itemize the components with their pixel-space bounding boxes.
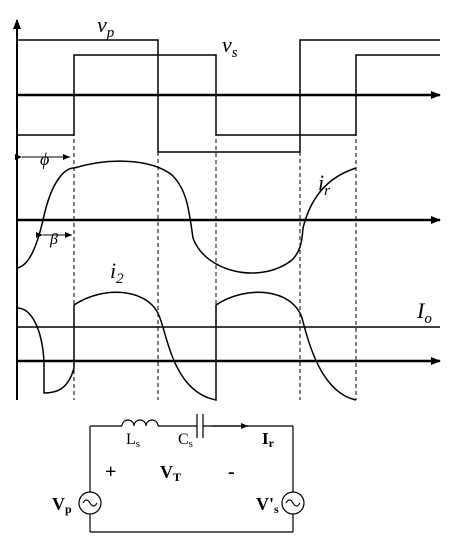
vp-source-sine — [82, 499, 98, 507]
plus-sign: + — [105, 461, 116, 483]
vp-waveform — [17, 39, 440, 153]
ir-circuit-label: Ir — [262, 429, 275, 450]
i2-waveform — [16, 291, 357, 401]
vs-waveform — [17, 54, 440, 136]
vs-source — [281, 491, 305, 515]
io-label: Io — [416, 298, 432, 327]
vs-source-label: V's — [256, 494, 279, 516]
vt-label: VT — [160, 462, 181, 484]
inductor-ls — [121, 419, 159, 427]
resonant-circuit — [78, 414, 305, 533]
beta-label: β — [49, 231, 58, 248]
cs-label: Cs — [178, 431, 193, 450]
ls-label: Ls — [126, 431, 140, 450]
minus-sign: - — [228, 461, 235, 483]
ir-label: ir — [318, 170, 330, 199]
vs-label: vs — [222, 32, 238, 61]
vp-source — [78, 491, 102, 515]
vp-source-label: Vp — [52, 494, 72, 516]
phi-label: ϕ — [40, 149, 49, 169]
vp-label: vp — [97, 12, 115, 41]
vs-source-sine — [285, 499, 301, 507]
ir-waveform — [16, 160, 357, 274]
i2-label: i2 — [110, 258, 124, 287]
